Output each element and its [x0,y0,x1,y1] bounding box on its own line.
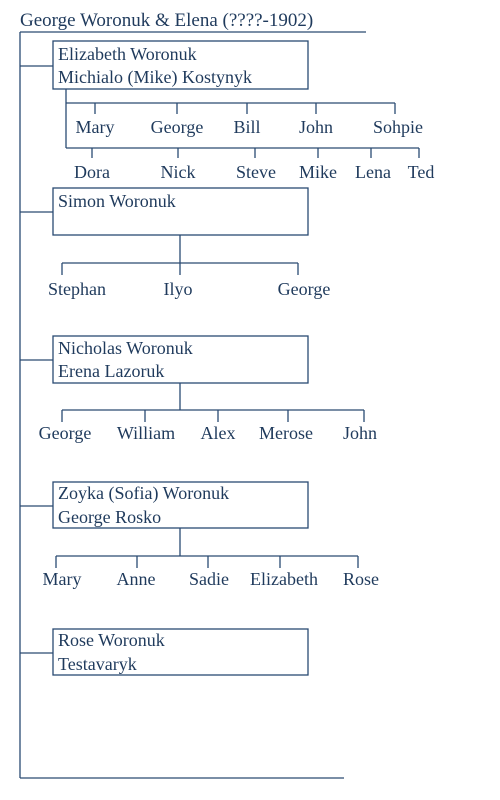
child-name: John [343,423,377,443]
child-name: Bill [233,117,260,137]
child-name: Sohpie [373,117,423,137]
family-nicholas-woronuk: Nicholas Woronuk Erena Lazoruk George Wi… [39,335,377,443]
child-name: George [278,279,331,299]
family-box [52,40,309,90]
child-name: Steve [236,162,276,182]
child-name: Mary [76,117,115,137]
parent-2-name: Michialo (Mike) Kostynyk [58,67,252,88]
parent-1-name: Simon Woronuk [58,191,176,211]
child-name: Alex [201,423,236,443]
parent-2-name: Erena Lazoruk [58,361,164,381]
parent-2-name: Testavaryk [58,654,137,674]
child-name: Ilyo [164,279,193,299]
family-elizabeth-woronuk: Elizabeth Woronuk Michialo (Mike) Kostyn… [52,40,435,182]
parent-1-name: Elizabeth Woronuk [58,44,197,64]
child-name: George [151,117,204,137]
child-name: Anne [117,569,156,589]
family-box [52,628,309,676]
child-name: Mary [43,569,82,589]
child-name: Stephan [48,279,106,299]
child-name: Mike [299,162,337,182]
child-name: Rose [343,569,379,589]
parent-2-name: George Rosko [58,507,161,527]
child-name: Lena [355,162,391,182]
parent-1-name: Nicholas Woronuk [58,338,193,358]
child-name: Dora [74,162,110,182]
child-name: George [39,423,92,443]
child-name: Sadie [189,569,229,589]
parent-1-name: Zoyka (Sofia) Woronuk [58,483,229,504]
root-couple-title: George Woronuk & Elena (????-1902) [20,10,313,31]
child-name: John [299,117,333,137]
child-name: Nick [161,162,196,182]
family-box [52,481,309,529]
child-name: Ted [408,162,435,182]
child-name: Merose [259,423,313,443]
family-rose-woronuk: Rose Woronuk Testavaryk [52,628,309,676]
child-name: William [117,423,175,443]
family-simon-woronuk: Simon Woronuk Stephan Ilyo George [48,187,331,299]
family-zoyka-woronuk: Zoyka (Sofia) Woronuk George Rosko Mary … [43,481,379,589]
family-box [52,335,309,384]
parent-1-name: Rose Woronuk [58,630,165,650]
child-name: Elizabeth [250,569,318,589]
